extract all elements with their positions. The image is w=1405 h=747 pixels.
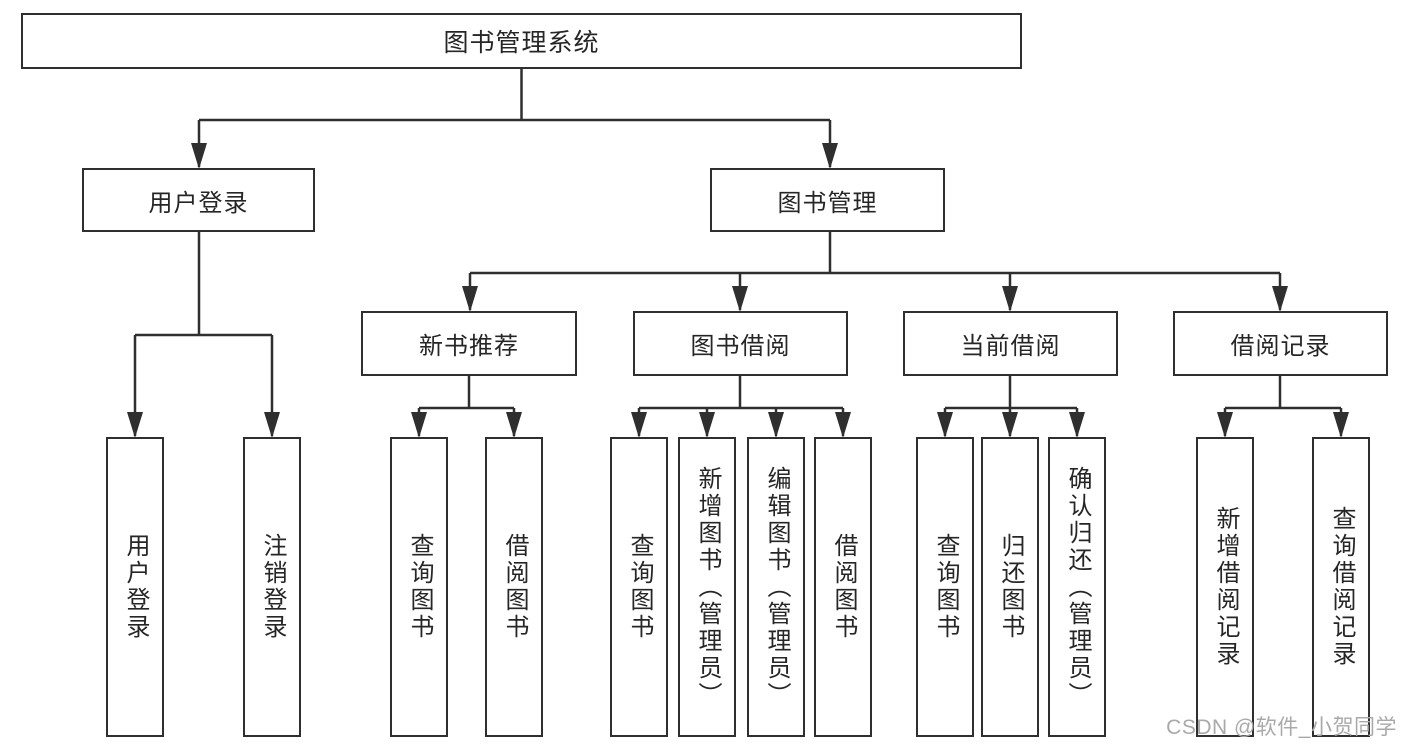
node-book-management: 图书管理 [710,168,945,232]
leaf-borrow-books: 借阅图书 [814,437,872,737]
connector-user-login-to-leaves [127,232,280,438]
leaf-logout: 注销登录 [243,437,301,737]
leaf-query-books-borrowing: 查询图书 [610,437,668,737]
leaf-add-borrow-record: 新增借阅记录 [1196,437,1254,737]
node-book-borrowing: 图书借阅 [633,311,848,376]
csdn-watermark: CSDN @软件_小贺同学 [1166,716,1397,739]
node-borrowing-records: 借阅记录 [1173,311,1388,376]
node-new-book-recommendation: 新书推荐 [361,311,577,376]
leaf-add-books-admin: 新增图书（管理员） [678,437,736,737]
connector-new-book-recommendation-to-leaves [411,376,522,438]
connector-book-borrowing-to-leaves [631,376,851,438]
leaf-query-books-current: 查询图书 [916,437,974,737]
leaf-borrow-books-recommendation: 借阅图书 [485,437,543,737]
leaf-query-books-recommendation: 查询图书 [390,437,448,737]
leaf-user-login: 用户登录 [106,437,164,737]
connector-root-to-level2 [191,69,838,169]
leaf-confirm-return-admin: 确认归还（管理员） [1048,437,1106,737]
node-user-login: 用户登录 [82,168,315,232]
node-current-borrowing: 当前借阅 [903,311,1118,376]
connector-borrowing-records-to-leaves [1217,376,1349,438]
leaf-edit-books-admin: 编辑图书（管理员） [747,437,805,737]
connector-book-management-to-level3 [462,232,1288,312]
connector-current-borrowing-to-leaves [937,376,1085,438]
leaf-return-books: 归还图书 [981,437,1039,737]
node-library-management-system: 图书管理系统 [21,13,1022,69]
leaf-query-borrow-record: 查询借阅记录 [1312,437,1370,737]
